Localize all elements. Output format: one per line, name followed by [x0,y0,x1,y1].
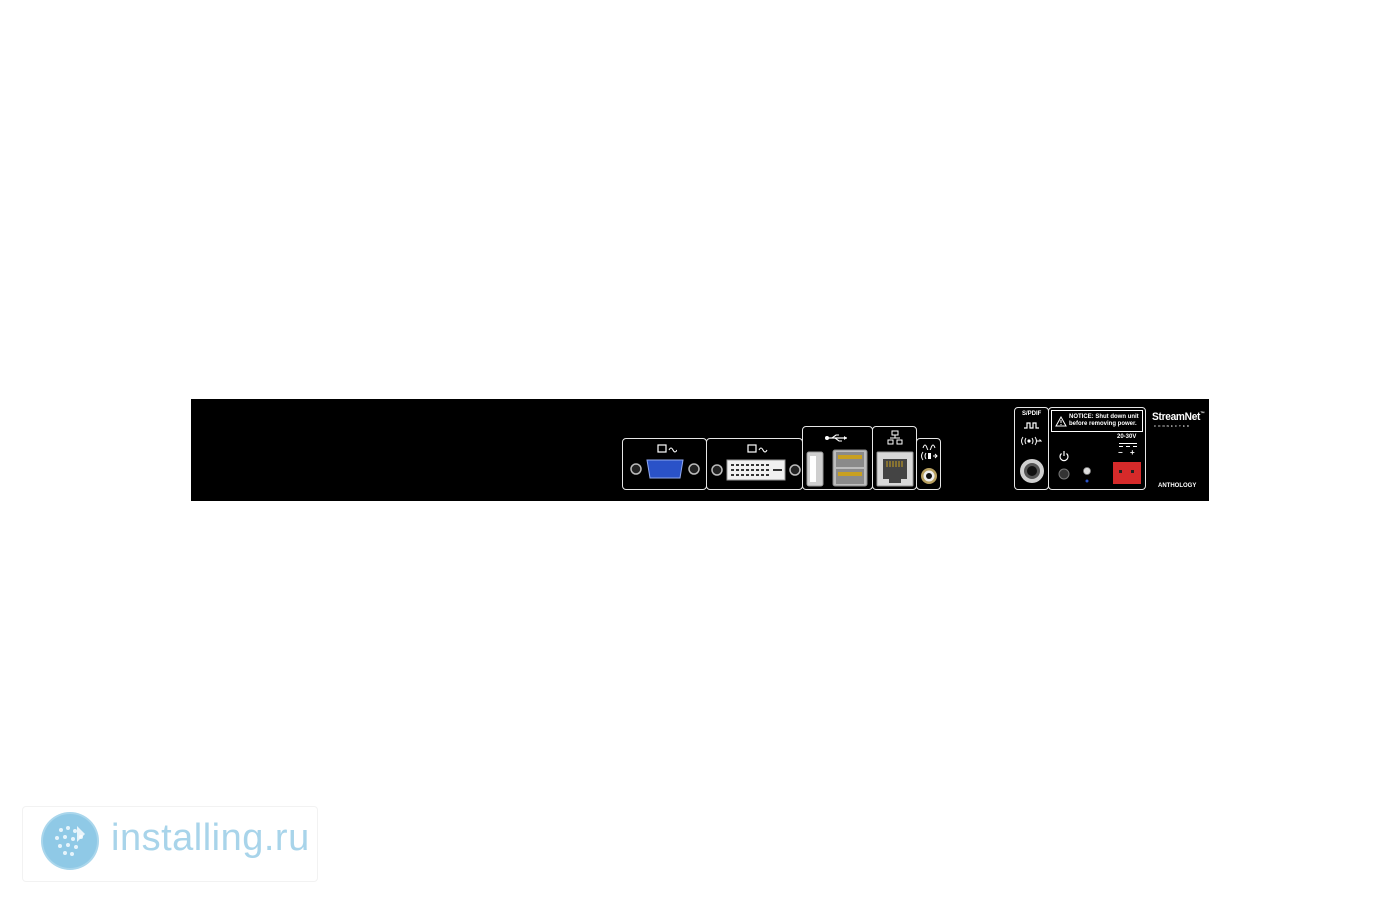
model-name: ANTHOLOGY [1158,483,1197,489]
warning-icon [1055,416,1067,427]
brand-logo: StreamNet™ [1152,411,1205,423]
monitor-digital-icon [747,444,768,453]
analog-wave-icon [922,444,936,450]
analog-audio-group [916,438,941,490]
notice-text: NOTICE: Shut down unit before removing p… [1069,414,1139,427]
power-button[interactable] [1058,468,1070,480]
power-group: NOTICE: Shut down unit before removing p… [1048,407,1146,490]
rear-panel: S/PDIF NOTICE: Shut down unit before rem… [191,399,1209,501]
brand-name: StreamNet [1152,411,1201,423]
monitor-analog-icon [657,444,677,453]
globe-icon [43,814,97,868]
usb-port-single[interactable] [806,451,824,487]
dvi-connector[interactable] [711,457,801,483]
voltage-label: 20-30V [1117,434,1137,440]
watermark-text: installing.ru [111,817,310,859]
ethernet-port[interactable] [876,451,914,487]
brand-subtitle: CONNECTED [1154,424,1192,428]
watermark: installing.ru [22,806,318,882]
brand-tm: ™ [1200,411,1205,417]
usb-port-group [802,426,873,490]
dvi-port-group [706,438,803,490]
power-connector[interactable] [1113,462,1141,484]
power-icon [1059,451,1069,462]
polarity-plus: + [1130,448,1135,457]
audio-out-icon [921,451,938,461]
vga-connector[interactable] [629,457,701,481]
network-icon [887,430,903,445]
dc-symbol-icon [1119,443,1137,447]
status-led [1083,467,1091,483]
spdif-label: S/PDIF [1022,411,1042,417]
spdif-out-icon [1021,436,1042,446]
notice-area: NOTICE: Shut down unit before removing p… [1051,410,1143,432]
spdif-port-group: S/PDIF [1014,407,1049,490]
analog-audio-jack[interactable] [920,467,938,485]
usb-icon [825,434,847,442]
usb-port-double[interactable] [832,449,868,487]
polarity-minus: − [1118,448,1123,457]
digital-wave-icon [1024,422,1039,429]
vga-port-group [622,438,707,490]
ethernet-port-group [872,426,917,490]
watermark-logo-icon [41,812,99,870]
spdif-jack[interactable] [1019,458,1045,484]
